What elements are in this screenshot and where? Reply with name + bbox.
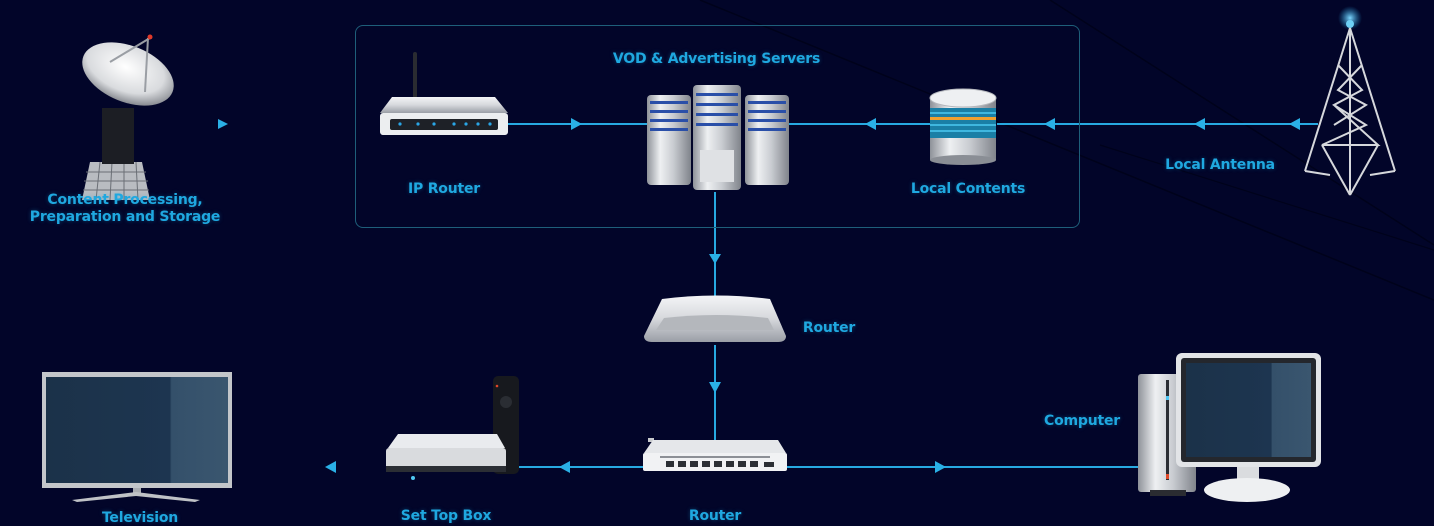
server-center	[693, 85, 741, 190]
arrow-left	[1289, 118, 1300, 130]
arrow-left	[325, 461, 336, 473]
arrow-down	[709, 382, 721, 393]
arrow-right	[571, 118, 582, 130]
label-television: Television	[101, 510, 179, 526]
vod-servers-group	[355, 25, 1080, 228]
label-content-processing-line2: Preparation and Storage	[29, 209, 221, 225]
label-router-bottom: Router	[688, 508, 742, 524]
arrow-left	[1044, 118, 1055, 130]
arrow-right	[935, 461, 946, 473]
desktop-computer-icon	[1138, 353, 1321, 502]
group-label-vod-servers: VOD & Advertising Servers	[612, 51, 821, 67]
label-content-processing-line1: Content Processing,	[47, 192, 203, 208]
server-left	[647, 95, 691, 185]
satellite-dish-icon	[82, 34, 174, 201]
label-set-top-box: Set Top Box	[400, 508, 492, 524]
arrow-right	[218, 119, 228, 129]
router-icon	[644, 295, 786, 342]
label-computer: Computer	[1044, 413, 1120, 429]
database-icon	[929, 88, 997, 165]
label-router-mid: Router	[802, 320, 856, 336]
arrowheads	[218, 118, 1300, 473]
arrow-left	[865, 118, 876, 130]
arrow-left	[559, 461, 570, 473]
arrow-down	[709, 254, 721, 264]
broadcast-tower-icon	[1304, 6, 1396, 196]
server-cluster-icon	[647, 85, 789, 190]
wireless-router-icon	[380, 52, 508, 135]
network-switch-icon	[643, 438, 787, 471]
server-right	[745, 95, 789, 185]
background-streaks	[699, 0, 1434, 301]
arrow-left	[1194, 118, 1205, 130]
label-local-contents: Local Contents	[910, 181, 1026, 197]
television-icon	[42, 372, 232, 502]
set-top-box-icon	[386, 376, 519, 480]
label-ip-router: IP Router	[407, 181, 480, 197]
label-local-antenna: Local Antenna	[1165, 157, 1275, 173]
